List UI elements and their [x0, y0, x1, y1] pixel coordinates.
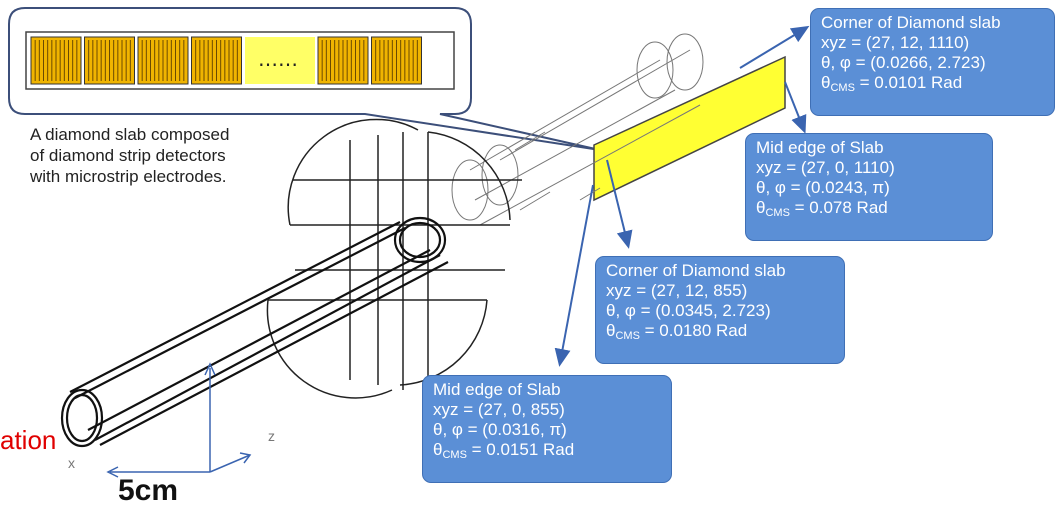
strip-detector-row — [30, 36, 422, 85]
box-title: Mid edge of Slab — [433, 380, 561, 399]
box-angles: θ, φ = (0.0266, 2.723) — [821, 53, 986, 72]
box-theta-cms: θCMS = 0.0101 Rad — [821, 73, 963, 94]
box-title: Corner of Diamond slab — [606, 261, 786, 280]
box-theta-cms: θCMS = 0.0180 Rad — [606, 321, 748, 342]
coordinate-axes — [106, 362, 252, 478]
box-title: Corner of Diamond slab — [821, 13, 1001, 32]
box-theta-cms: θCMS = 0.0151 Rad — [433, 440, 575, 461]
box-xyz: xyz = (27, 0, 1110) — [756, 158, 895, 177]
scale-bar-label: 5cm — [118, 474, 179, 507]
arrow-corner-1110 — [739, 25, 810, 69]
info-box-mid-1110: Mid edge of Slab xyz = (27, 0, 1110) θ, … — [745, 133, 993, 241]
box-xyz: xyz = (27, 12, 855) — [606, 281, 748, 300]
caption-line-3: with microstrip electrodes. — [30, 167, 227, 186]
box-xyz: xyz = (27, 12, 1110) — [821, 33, 970, 52]
arrow-corner-855 — [606, 159, 633, 249]
caption-line-1: A diamond slab composed — [30, 125, 230, 144]
box-theta-cms: θCMS = 0.078 Rad — [756, 198, 888, 219]
lower-beam-pipes — [60, 216, 449, 448]
box-xyz: xyz = (27, 0, 855) — [433, 400, 565, 419]
upper-beam-pipes — [451, 33, 704, 226]
strip-ellipsis: …… — [258, 47, 298, 71]
axis-x-label: x — [68, 455, 75, 471]
box-angles: θ, φ = (0.0316, π) — [433, 420, 567, 439]
partial-red-label: ation — [0, 425, 57, 455]
box-angles: θ, φ = (0.0243, π) — [756, 178, 890, 197]
strip-gap-fill — [245, 37, 315, 84]
arrow-mid-1110 — [784, 81, 807, 134]
callout-arrows — [554, 25, 810, 367]
arrow-mid-855 — [554, 184, 594, 367]
info-box-corner-1110: Corner of Diamond slab xyz = (27, 12, 11… — [810, 8, 1055, 116]
inset-caption: A diamond slab composed of diamond strip… — [30, 124, 310, 187]
box-title: Mid edge of Slab — [756, 138, 884, 157]
info-box-corner-855: Corner of Diamond slab xyz = (27, 12, 85… — [595, 256, 845, 364]
caption-line-2: of diamond strip detectors — [30, 146, 226, 165]
box-angles: θ, φ = (0.0345, 2.723) — [606, 301, 771, 320]
support-wheels — [266, 118, 522, 399]
info-box-mid-855: Mid edge of Slab xyz = (27, 0, 855) θ, φ… — [422, 375, 672, 483]
axis-z-label: z — [268, 428, 275, 444]
diamond-slab — [593, 55, 786, 202]
